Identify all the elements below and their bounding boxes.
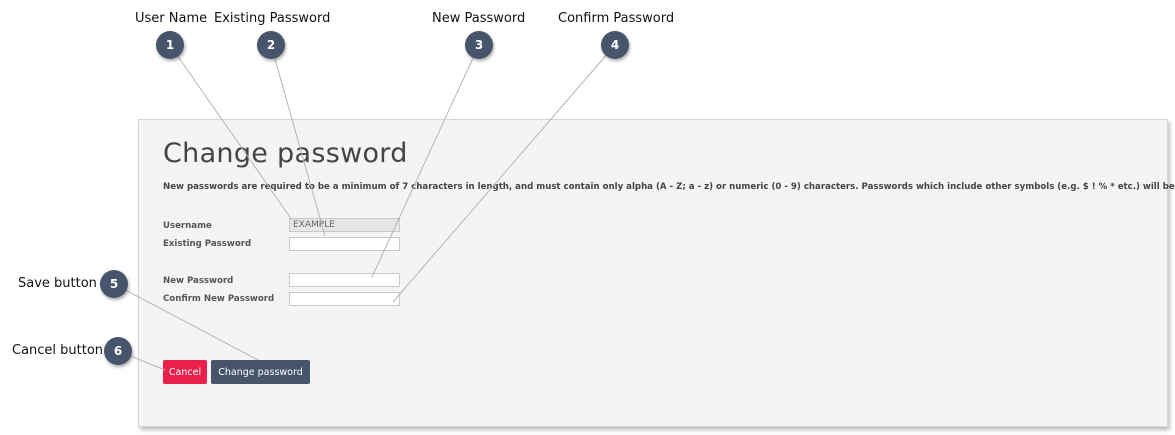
username-field <box>289 218 400 232</box>
callout-marker-2: 2 <box>257 31 285 59</box>
callout-marker-6: 6 <box>104 337 132 365</box>
new-password-label: New Password <box>163 276 234 286</box>
username-label: Username <box>163 221 212 231</box>
callout-marker-4: 4 <box>601 31 629 59</box>
existing-password-input[interactable] <box>289 237 400 251</box>
change-password-button[interactable]: Change password <box>211 360 310 384</box>
callout-label-confirm-password: Confirm Password <box>558 11 675 26</box>
cancel-button[interactable]: Cancel <box>163 360 207 384</box>
callout-label-cancel-button: Cancel button <box>12 343 104 358</box>
confirm-password-label: Confirm New Password <box>163 294 275 304</box>
existing-password-label: Existing Password <box>163 239 252 249</box>
new-password-input[interactable] <box>289 273 400 287</box>
password-rules-text: New passwords are required to be a minim… <box>163 182 1175 192</box>
callout-label-save-button: Save button <box>18 276 97 291</box>
callout-label-new-password: New Password <box>432 11 526 26</box>
callout-label-existing-password: Existing Password <box>214 11 331 26</box>
change-password-panel: Change password New passwords are requir… <box>138 119 1175 427</box>
page-title: Change password <box>163 138 408 169</box>
confirm-password-input[interactable] <box>289 292 400 306</box>
callout-marker-1: 1 <box>156 31 184 59</box>
callout-marker-3: 3 <box>465 31 493 59</box>
callout-label-user-name: User Name <box>135 11 208 26</box>
callout-marker-5: 5 <box>100 270 128 298</box>
